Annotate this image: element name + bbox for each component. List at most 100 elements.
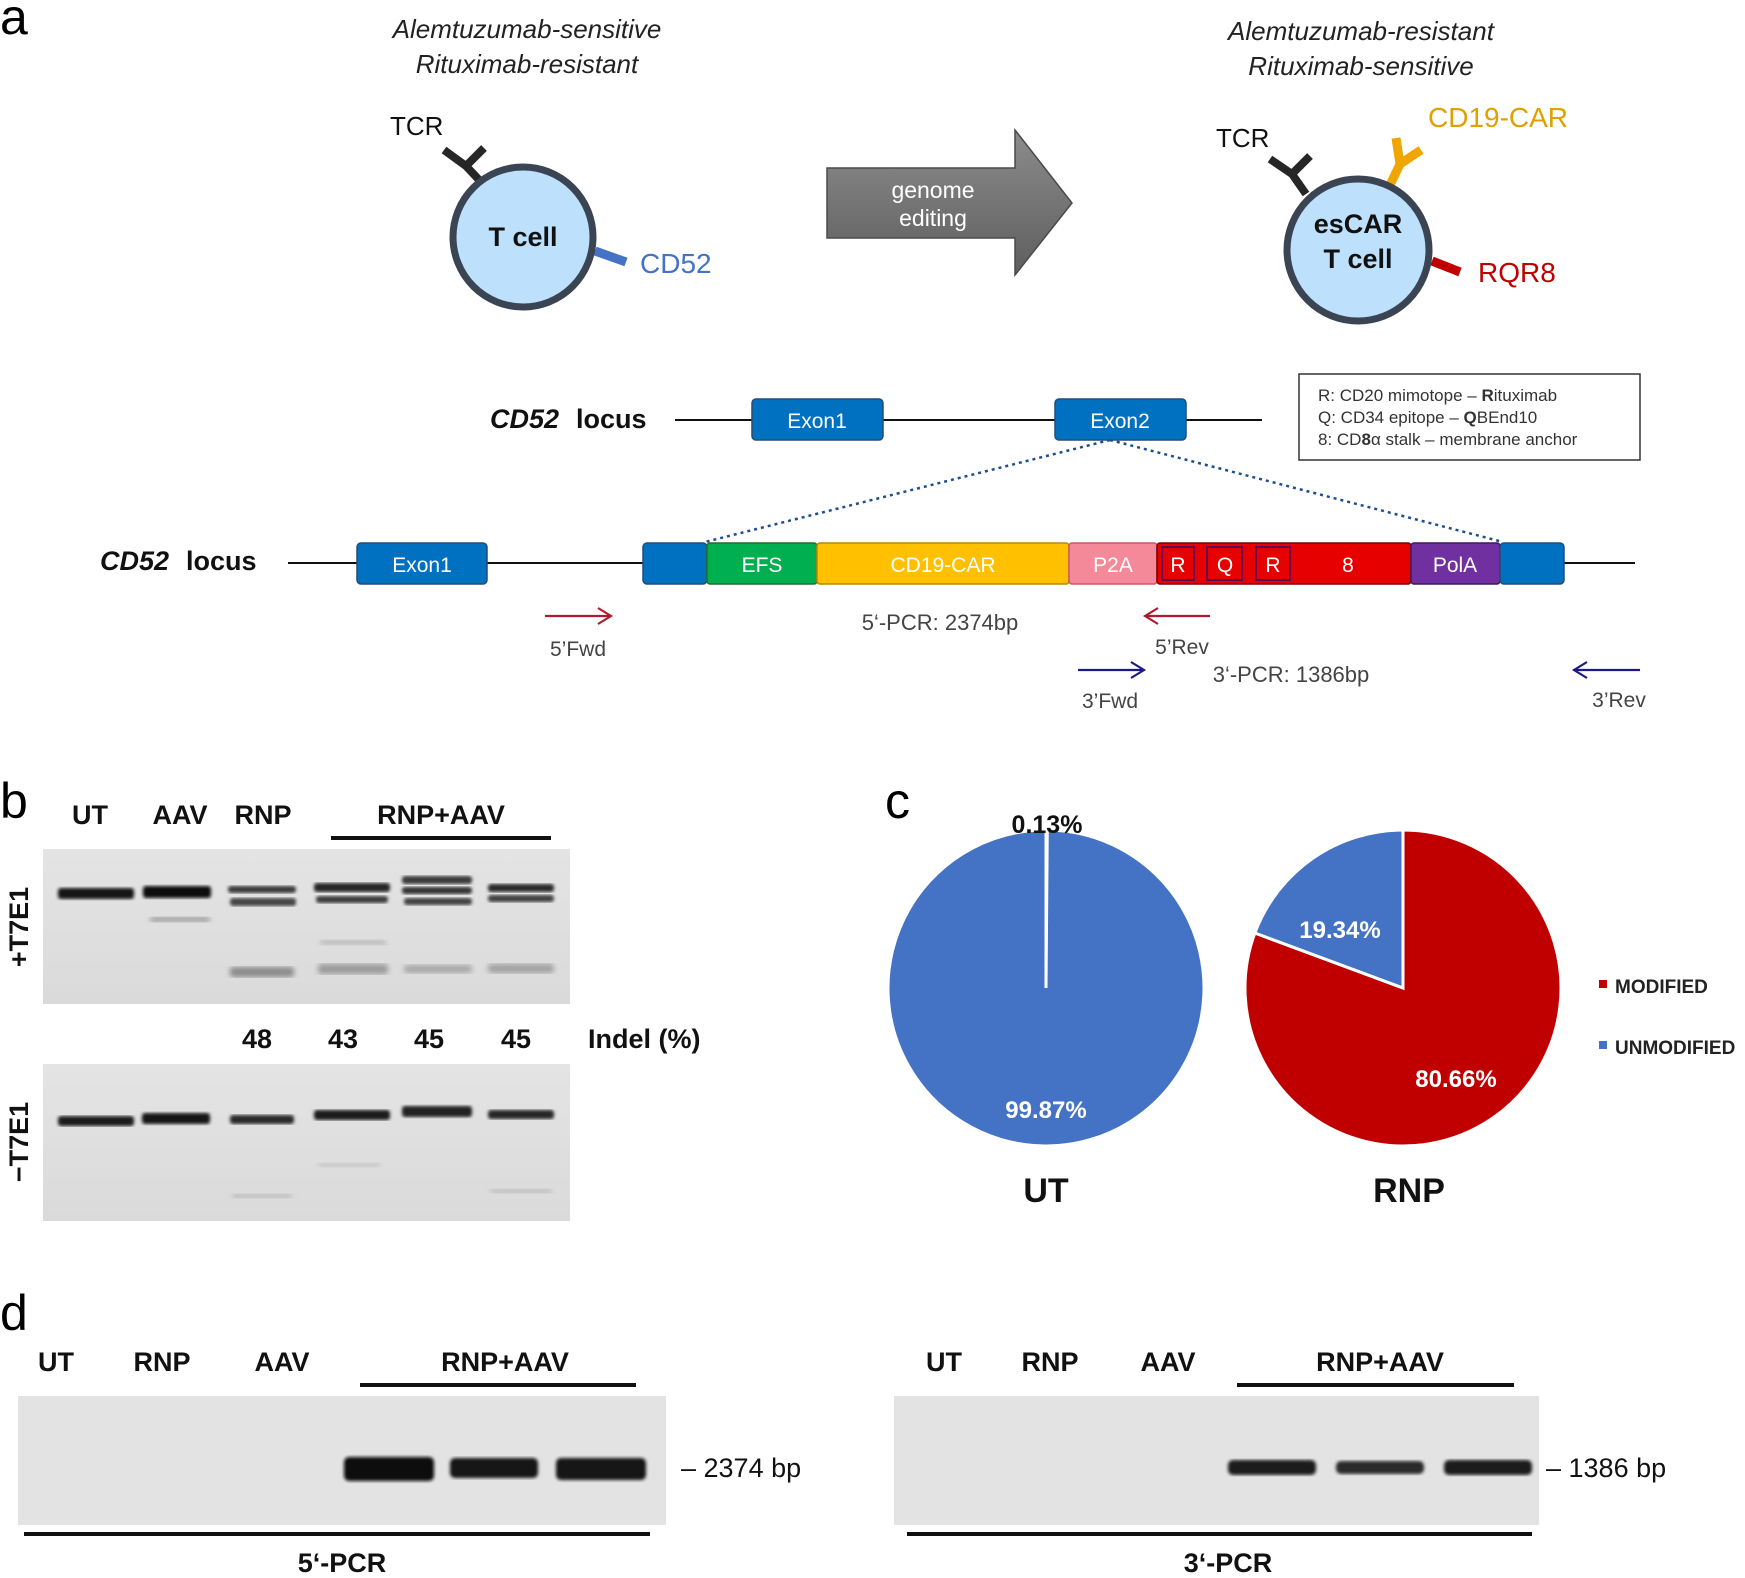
cd19-car-label: CD19-CAR [890,554,995,577]
pie-slice-ut-unmodified [886,828,1206,1148]
primer-3fwd-label: 3’Fwd [1082,690,1138,713]
gel-d-right-lane-aav: AAV [1140,1347,1195,1377]
wt-exon1 [751,398,884,441]
gel-5pcr-caption: 5‘-PCR [298,1548,387,1578]
edited-exon1-label: Exon1 [392,554,452,577]
edited-locus-gene: CD52 [100,546,169,576]
panel-b-label: b [0,773,28,829]
gel-3pcr [894,1396,1539,1525]
gel-minus-bands [58,1106,554,1198]
tcr-label-left: TCR [390,111,443,141]
rqr8-label: RQR8 [1478,257,1556,288]
t-cell-label: T cell [488,222,557,252]
primer-5rev-arrow [1142,607,1210,625]
pie-title-ut: UT [1023,1172,1069,1210]
panel-a-label: a [0,0,28,45]
car-label: CD19-CAR [1428,102,1568,133]
legend-modified-label: MODIFIED [1615,977,1708,998]
panel-d-label: d [0,1285,28,1341]
gel-b-lane-ut: UT [72,800,108,830]
cd52-label: CD52 [640,248,712,279]
car-receptor [1385,137,1424,187]
legend-line-q: Q: CD34 epitope – QBEnd10 [1318,408,1537,427]
pie-chart-ut [886,828,1206,1148]
rqr8-r2-label: R [1265,554,1280,577]
gel-5pcr-bands [344,1457,646,1481]
rqr8-r2-box [1255,546,1291,581]
gel-3pcr-caption: 3‘-PCR [1184,1548,1273,1578]
rqr8-q-label: Q [1217,554,1233,577]
gel-minus-t7e1 [43,1064,570,1221]
cd52-marker [593,246,628,267]
gel-plus-bands [58,876,554,977]
legend-line-8: 8: CD8α stalk – membrane anchor [1318,430,1578,449]
p2a-label: P2A [1093,554,1133,577]
exon2-right-half [1499,542,1565,585]
tcr-receptor-left [441,145,487,186]
gel-b-lane-aav: AAV [152,800,207,830]
primer-5rev-label: 5’Rev [1155,636,1209,659]
gel-d-right-lane-rnp: RNP [1021,1347,1078,1377]
left-cell-sensitivity: Alemtuzumab-sensitive [391,14,662,44]
wt-exon1-label: Exon1 [787,410,847,433]
rnp-unmodified-value: 19.34% [1299,917,1380,944]
rqr8-r1-box [1161,546,1195,581]
wt-exon2-label: Exon2 [1090,410,1150,433]
gel-5pcr-band-size: – 2374 bp [681,1453,801,1483]
rqr8-segment [1156,542,1412,585]
arrow-text-2: editing [899,205,967,231]
gel-3pcr-band-size: – 1386 bp [1546,1453,1666,1483]
primer-3fwd-arrow [1078,661,1147,679]
legend-unmodified-label: UNMODIFIED [1615,1038,1735,1059]
escar-label-1: esCAR [1314,209,1403,239]
primer-5fwd-arrow [545,607,614,625]
rqr8-q-box [1206,546,1243,581]
rqr8-marker [1430,256,1462,277]
left-cell-resistance: Rituximab-resistant [416,49,640,79]
gel-plus-t7e1 [43,849,570,1004]
expansion-line-left [704,438,1111,544]
pola-label: PolA [1433,554,1477,577]
ut-modified-value: 0.13% [1012,811,1083,839]
legend-modified-swatch [1599,980,1607,988]
right-cell-resistance: Alemtuzumab-resistant [1226,16,1496,46]
pie-slice-rnp-unmodified [1252,828,1405,991]
t-cell-circle [449,163,597,311]
genome-editing-arrow [826,127,1073,278]
arrow-text-1: genome [891,177,974,203]
escar-label-2: T cell [1323,244,1392,274]
pie-chart-rnp [1243,828,1563,1148]
wt-locus-label: locus [576,404,647,434]
right-cell-sensitivity: Rituximab-sensitive [1248,51,1473,81]
gel-3pcr-bands [1228,1460,1532,1475]
rnp-modified-value: 80.66% [1415,1066,1496,1093]
rqr8-legend-box [1298,373,1641,461]
gel-d-left-lane-ut: UT [38,1347,74,1377]
gel-b-lane-rnp-aav: RNP+AAV [377,800,505,830]
gel-d-right-lane-ut: UT [926,1347,962,1377]
panel-c-label: c [885,773,910,829]
tcr-receptor-right [1267,153,1313,197]
primer-5fwd-label: 5’Fwd [550,638,606,661]
exon2-left-half [642,542,708,585]
ut-unmodified-value: 99.87% [1005,1097,1086,1124]
rqr8-8-label: 8 [1342,554,1354,577]
pcr5-size-label: 5‘-PCR: 2374bp [862,610,1019,635]
indel-value-rnp-aav-3: 45 [501,1024,531,1054]
indel-value-rnp-aav-2: 45 [414,1024,444,1054]
indel-value-rnp: 48 [242,1024,272,1054]
edited-exon1 [356,542,488,585]
escar-cell-circle [1283,175,1433,325]
expansion-line-right [1109,438,1504,544]
indel-label: Indel (%) [588,1024,701,1054]
row-plus-t7e1-label: +T7E1 [4,887,34,967]
gel-d-left-lane-aav: AAV [254,1347,309,1377]
tcr-label-right: TCR [1216,123,1269,153]
rqr8-r1-label: R [1170,554,1185,577]
edited-locus-label: locus [186,546,257,576]
gel-d-left-lane-rnp-aav: RNP+AAV [441,1347,569,1377]
primer-3rev-arrow [1571,661,1640,679]
legend-unmodified-swatch [1599,1041,1607,1049]
legend-line-r: R: CD20 mimotope – Rituximab [1318,386,1557,405]
indel-value-rnp-aav-1: 43 [328,1024,358,1054]
